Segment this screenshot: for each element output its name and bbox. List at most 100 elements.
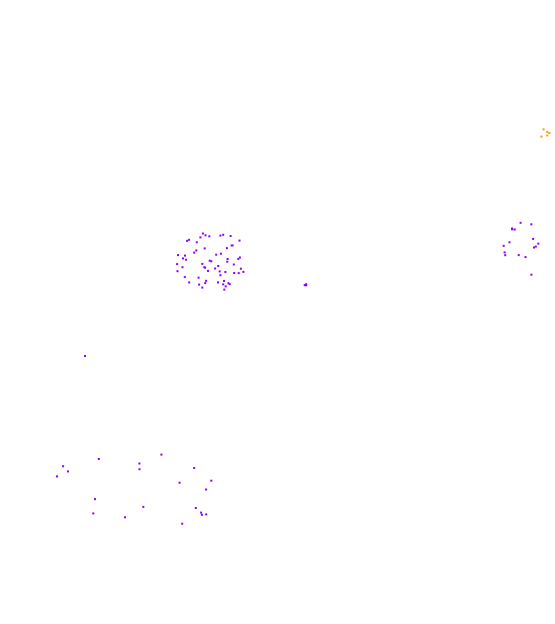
map-point (200, 511, 203, 514)
northeast-orange (540, 128, 551, 138)
map-point (183, 276, 186, 279)
map-point (182, 257, 184, 260)
map-point (225, 247, 228, 250)
map-point (540, 135, 543, 138)
map-point (508, 241, 511, 244)
map-point (201, 286, 204, 289)
map-point (214, 267, 217, 270)
map-point (199, 236, 202, 239)
map-point (237, 257, 240, 260)
map-point (542, 128, 545, 131)
map-point (530, 223, 533, 226)
map-point (546, 130, 549, 133)
map-point (537, 242, 540, 245)
map-point (548, 132, 551, 134)
map-point (208, 259, 211, 262)
east-cluster (502, 221, 540, 276)
map-point (177, 254, 179, 257)
map-point (200, 513, 203, 516)
map-point (204, 282, 207, 285)
map-point (504, 254, 507, 257)
map-point (194, 507, 197, 509)
map-point (219, 252, 222, 255)
map-point (238, 239, 241, 242)
map-point (519, 221, 522, 224)
map-point (305, 283, 308, 286)
map-point (205, 513, 208, 516)
map-point (229, 235, 232, 237)
map-point (181, 266, 184, 269)
map-point (305, 284, 308, 287)
map-point (94, 498, 96, 501)
map-point (201, 232, 204, 235)
map-point (207, 269, 209, 272)
map-point (532, 237, 535, 240)
map-point (84, 355, 86, 357)
map-point (534, 245, 537, 248)
map-point (203, 247, 206, 250)
map-point (511, 228, 514, 231)
mid-small-cluster (303, 283, 308, 287)
map-point (184, 254, 186, 257)
map-point (227, 282, 230, 285)
map-point (215, 253, 218, 256)
map-point (178, 481, 181, 484)
map-point (231, 244, 234, 247)
map-point (226, 258, 229, 260)
map-point (210, 479, 213, 482)
map-point (176, 270, 179, 273)
map-point (198, 283, 201, 286)
isolated-point (84, 355, 86, 357)
map-point (219, 274, 222, 277)
map-point (232, 263, 235, 266)
map-point (204, 234, 207, 237)
map-point (193, 251, 196, 254)
map-point (142, 505, 145, 508)
map-point (195, 241, 198, 244)
map-point (533, 246, 535, 249)
map-point (228, 283, 231, 286)
map-point (97, 458, 100, 460)
map-point (513, 228, 516, 231)
map-point (124, 516, 126, 519)
map-point (67, 470, 69, 473)
map-point (160, 453, 163, 456)
map-point (92, 512, 95, 515)
map-point (210, 260, 213, 263)
map-point (195, 249, 198, 252)
map-point (138, 462, 141, 465)
map-point (224, 271, 227, 273)
southwest-scatter (56, 453, 213, 525)
map-point (185, 258, 188, 261)
map-point (201, 262, 204, 265)
map-point (222, 233, 225, 236)
map-point (237, 272, 240, 275)
map-point (181, 522, 184, 525)
map-point (223, 280, 225, 282)
map-point (205, 279, 208, 282)
map-point (222, 283, 225, 286)
map-point (217, 281, 219, 284)
map-point (233, 272, 236, 274)
map-point (203, 266, 206, 269)
map-point (226, 260, 229, 263)
map-point (238, 256, 241, 259)
map-point (218, 270, 221, 273)
map-point (224, 285, 227, 288)
map-point (502, 244, 505, 247)
map-point (208, 235, 211, 238)
map-point (138, 468, 141, 471)
map-point (242, 270, 245, 273)
main-cluster (176, 232, 245, 291)
map-point (517, 254, 520, 257)
map-point (188, 238, 191, 241)
map-point (239, 267, 242, 270)
map-point (530, 273, 533, 276)
map-point (56, 475, 58, 478)
map-point (503, 251, 506, 254)
map-point (197, 276, 200, 279)
map-point (217, 265, 220, 267)
map-point (188, 281, 191, 284)
